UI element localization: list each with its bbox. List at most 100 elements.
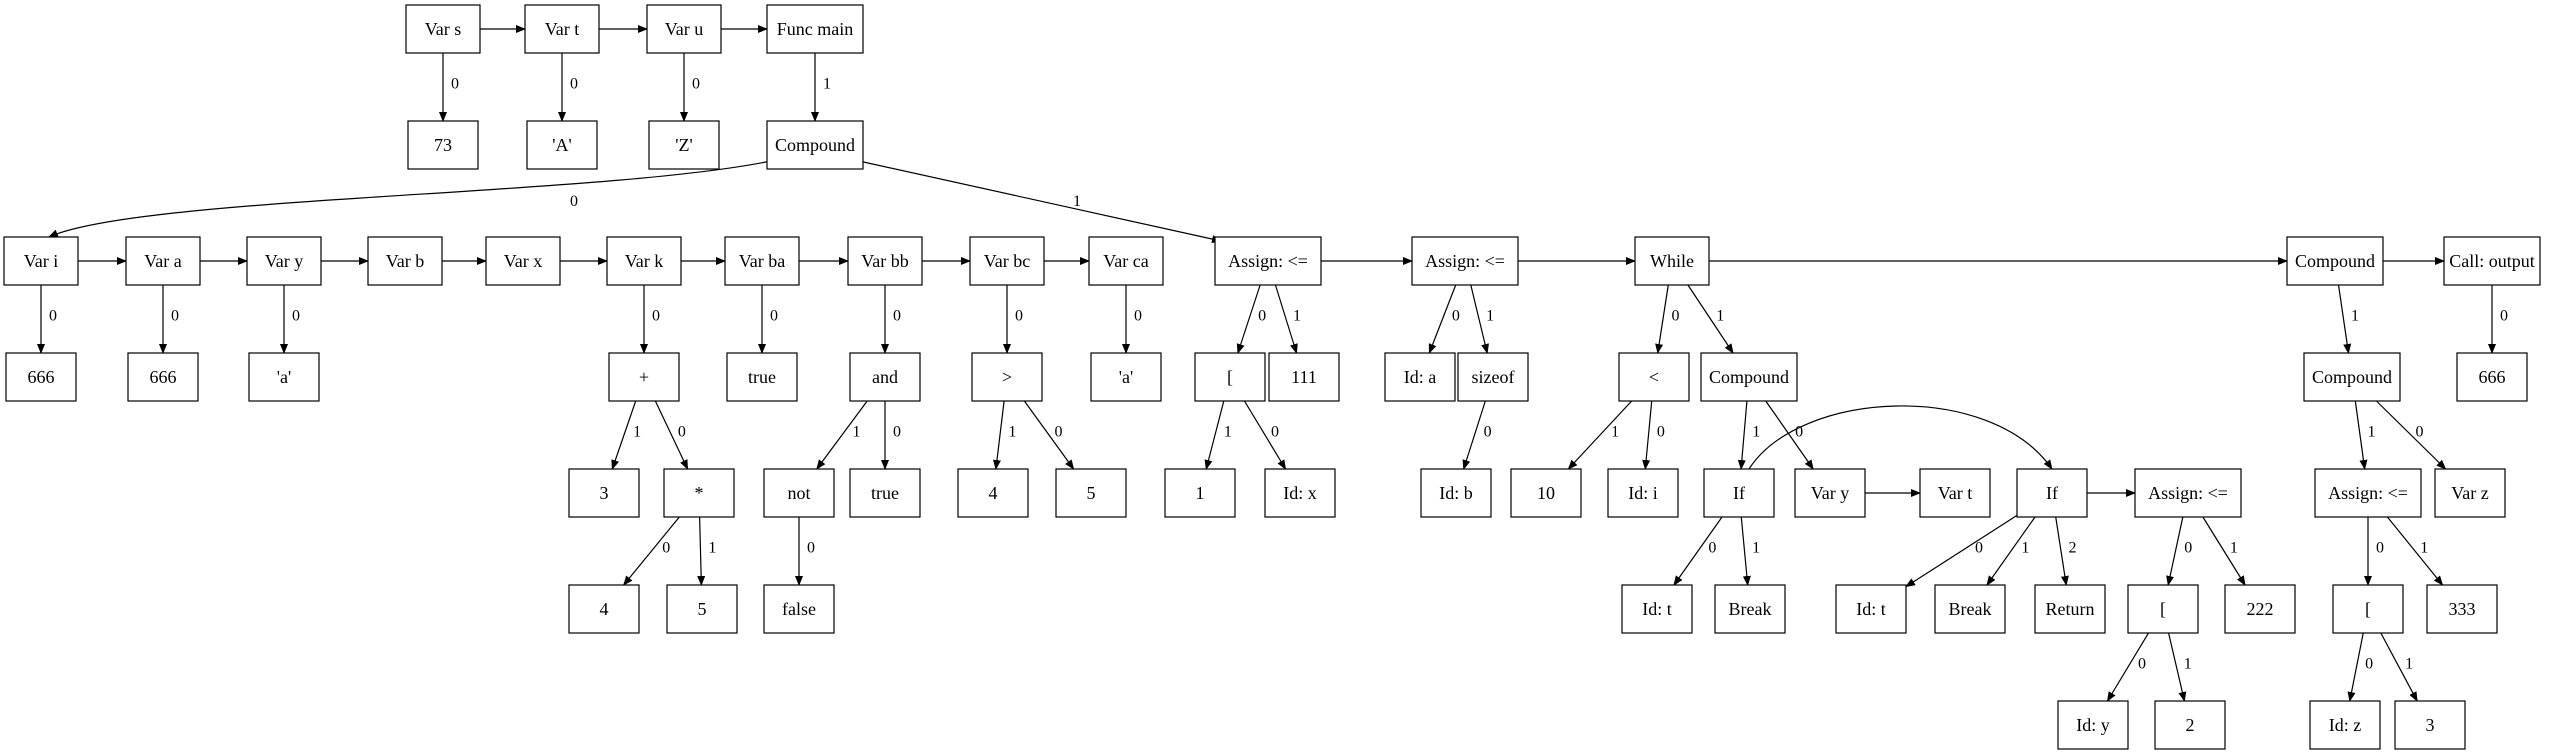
node-label-call-output: Call: output bbox=[2449, 251, 2535, 271]
node-mul: * bbox=[663, 468, 735, 518]
node-as4: Assign: <= bbox=[2314, 468, 2422, 518]
node-label-1: 1 bbox=[1196, 483, 1205, 503]
node-box bbox=[1264, 468, 1336, 518]
node-box bbox=[606, 236, 682, 286]
edge-label: 0 bbox=[893, 308, 901, 325]
node-label-var-i: Var i bbox=[24, 251, 59, 271]
edge-and-to-not bbox=[816, 400, 868, 470]
node-br3: [ bbox=[2332, 584, 2404, 634]
node-btrue: true bbox=[726, 352, 798, 402]
node-box bbox=[849, 352, 921, 402]
node-call: Call: output bbox=[2443, 236, 2541, 286]
node-box bbox=[2034, 584, 2106, 634]
node-box bbox=[971, 352, 1043, 402]
edge-cmp2-to-if1 bbox=[1737, 400, 1748, 470]
node-false: false bbox=[763, 584, 835, 634]
node-label-var-s: Var s bbox=[425, 19, 462, 39]
node-label-sym: [ bbox=[2365, 599, 2371, 619]
node-label-assign: Assign: <= bbox=[2328, 483, 2408, 503]
edge-label: 1 bbox=[823, 76, 831, 93]
node-idz: Id: z bbox=[2309, 700, 2381, 750]
node-vs: Var s bbox=[405, 4, 481, 54]
node-label-id-b: Id: b bbox=[1439, 483, 1473, 503]
edge-lt-to-n10 bbox=[1567, 400, 1633, 470]
node-label-4: 4 bbox=[600, 599, 609, 619]
edge-label: 0 bbox=[2365, 656, 2373, 673]
edge-label: 1 bbox=[1716, 308, 1724, 325]
node-box bbox=[568, 468, 640, 518]
node-label-compound: Compound bbox=[775, 135, 855, 155]
node-label-a: 'a' bbox=[1119, 367, 1133, 387]
node-label-id-a: Id: a bbox=[1404, 367, 1436, 387]
edge-as3-to-n222 bbox=[2202, 516, 2246, 586]
node-label-111: 111 bbox=[1291, 367, 1317, 387]
node-label-222: 222 bbox=[2247, 599, 2274, 619]
node-box bbox=[1268, 352, 1340, 402]
edge-label: 0 bbox=[2416, 424, 2424, 441]
node-label-3: 3 bbox=[600, 483, 609, 503]
node-n4b: 4 bbox=[568, 584, 640, 634]
node-idx: Id: x bbox=[1264, 468, 1336, 518]
node-label-and: and bbox=[872, 367, 898, 387]
node-box bbox=[526, 120, 598, 170]
edge-label: 0 bbox=[49, 308, 57, 325]
node-box bbox=[2057, 700, 2129, 750]
node-label-5: 5 bbox=[1087, 483, 1096, 503]
node-box bbox=[1194, 352, 1266, 402]
edge-label: 1 bbox=[1073, 193, 1081, 210]
node-n5b: 5 bbox=[666, 584, 738, 634]
node-and: and bbox=[849, 352, 921, 402]
edge-label: 0 bbox=[770, 308, 778, 325]
edge-label: 0 bbox=[692, 76, 700, 93]
node-label-id-x: Id: x bbox=[1283, 483, 1317, 503]
node-ret: Return bbox=[2034, 584, 2106, 634]
node-plus: + bbox=[608, 352, 680, 402]
node-n10: 10 bbox=[1510, 468, 1582, 518]
node-box bbox=[766, 4, 864, 54]
node-vy2: Var y bbox=[1794, 468, 1866, 518]
node-box bbox=[2127, 584, 2199, 634]
node-label-compound: Compound bbox=[2295, 251, 2375, 271]
node-vz: Var z bbox=[2434, 468, 2506, 518]
node-label-assign: Assign: <= bbox=[2148, 483, 2228, 503]
edge-as4-to-n333 bbox=[2386, 516, 2444, 586]
node-label-z: 'Z' bbox=[675, 135, 692, 155]
node-box bbox=[763, 584, 835, 634]
node-box bbox=[2224, 584, 2296, 634]
node-box bbox=[2286, 236, 2384, 286]
node-box bbox=[646, 4, 722, 54]
edge-if2-to-idt2 bbox=[1905, 514, 2018, 588]
node-n333: 333 bbox=[2426, 584, 2498, 634]
edge-cmp4-to-as4 bbox=[2354, 400, 2368, 470]
node-label-false: false bbox=[782, 599, 816, 619]
node-label-var-z: Var z bbox=[2451, 483, 2488, 503]
node-wh: While bbox=[1634, 236, 1710, 286]
edge-label: 1 bbox=[2351, 308, 2359, 325]
node-label-var-bc: Var bc bbox=[984, 251, 1030, 271]
edge-label: 1 bbox=[2420, 540, 2428, 557]
node-box bbox=[367, 236, 443, 286]
edge-label: 1 bbox=[2021, 540, 2029, 557]
edge-label: 0 bbox=[1134, 308, 1142, 325]
node-vca: Var ca bbox=[1088, 236, 1164, 286]
node-box bbox=[957, 468, 1029, 518]
node-vu: Var u bbox=[646, 4, 722, 54]
node-c666: 666 bbox=[2456, 352, 2528, 402]
node-cmp2: Compound bbox=[1700, 352, 1798, 402]
edge-if1-to-brk1 bbox=[1740, 516, 1751, 586]
edge-label: 0 bbox=[1055, 424, 1063, 441]
node-va: Var a bbox=[125, 236, 201, 286]
node-label-var-b: Var b bbox=[386, 251, 425, 271]
node-box bbox=[248, 352, 320, 402]
node-n3b: 3 bbox=[2394, 700, 2466, 750]
edge-gt-to-n5a bbox=[1023, 400, 1075, 470]
node-box bbox=[5, 352, 77, 402]
edge-label: 0 bbox=[1258, 308, 1266, 325]
edge-br2-to-n2 bbox=[2168, 632, 2187, 702]
node-box bbox=[407, 120, 479, 170]
node-label-id-y: Id: y bbox=[2076, 715, 2110, 735]
node-box bbox=[2456, 352, 2528, 402]
node-box bbox=[847, 236, 923, 286]
